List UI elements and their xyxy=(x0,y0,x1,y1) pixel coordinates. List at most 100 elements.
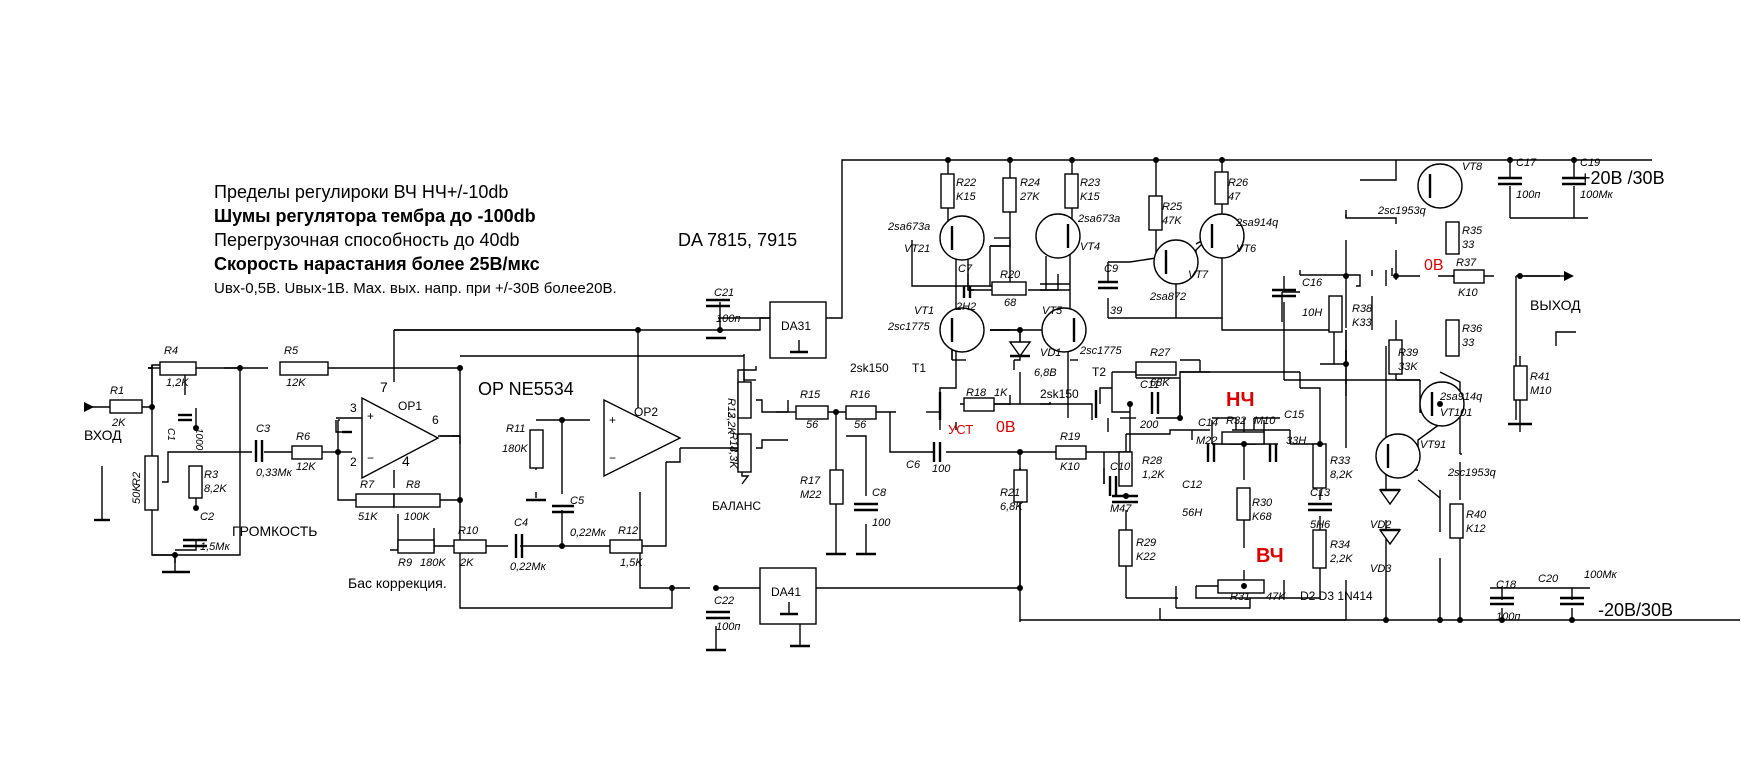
component-c3v-label: 0,33Мк xyxy=(256,467,293,479)
component-c11-label: C11 xyxy=(1140,379,1159,391)
component-r15v-label: 56 xyxy=(806,419,819,431)
semi-t2-label: T2 xyxy=(1092,365,1106,379)
component-c20-label: C20 xyxy=(1538,573,1559,585)
component-c7-label: C7 xyxy=(958,263,973,275)
component-r23v-label: K15 xyxy=(1080,191,1100,203)
component-r13-label: R13 xyxy=(725,398,737,419)
semi-vt4-label: VT4 xyxy=(1080,241,1100,253)
op1-plus: + xyxy=(367,409,374,423)
component-r22v-label: K15 xyxy=(956,191,976,203)
component-c5v-label: 0,22Мк xyxy=(570,527,607,539)
io-arrows xyxy=(84,271,1574,412)
ground-symbols xyxy=(94,331,1576,652)
semi-vt6t-label: 2sa914q xyxy=(1235,217,1279,229)
op2-minus: − xyxy=(609,451,616,465)
component-c9v-label: 39 xyxy=(1110,305,1122,317)
positive-supply-label: +20В /30В xyxy=(1580,168,1665,188)
semi-vd1v-label: 6,8В xyxy=(1034,367,1057,379)
balance-label: БАЛАНС xyxy=(712,499,761,513)
semi-vt5t-label: 2sc1775 xyxy=(1079,345,1122,357)
component-r18-label: R18 xyxy=(966,387,987,399)
set-label: УСТ xyxy=(948,422,973,437)
component-c1v-label: 1000 xyxy=(193,428,204,451)
component-r1v-label: 2K xyxy=(111,417,126,429)
component-r5-label: R5 xyxy=(284,345,299,357)
component-r14-label: R14 xyxy=(727,432,739,452)
component-labels: R12KR250KR38,2KR41,2KR512KR612KR751KR810… xyxy=(110,157,1618,633)
zero-volt-mid-label: 0В xyxy=(996,419,1016,436)
component-r16-label: R16 xyxy=(850,389,871,401)
component-r27-label: R27 xyxy=(1150,347,1171,359)
component-r19v-label: K10 xyxy=(1060,461,1080,473)
component-r31v-label: 47K xyxy=(1266,591,1286,603)
component-r25v-label: 47K xyxy=(1162,215,1182,227)
component-c6v-label: 100 xyxy=(932,463,951,475)
component-c10-label: C10 xyxy=(1110,461,1131,473)
component-c6-label: C6 xyxy=(906,459,921,471)
op1-pin2: 2 xyxy=(350,455,357,469)
semi-vd1-label: VD1 xyxy=(1040,347,1061,359)
output-label: ВЫХОД xyxy=(1530,297,1581,313)
component-r26v-label: 47 xyxy=(1228,191,1241,203)
component-r38v-label: K33 xyxy=(1352,317,1372,329)
da31-label: DA31 xyxy=(781,319,811,333)
semi-vt8t-label: 2sc1953q xyxy=(1377,205,1427,217)
semi-vt101t-label: 2sa914q xyxy=(1439,391,1483,403)
component-r40v-label: K12 xyxy=(1466,523,1486,535)
component-r21v-label: 6,8K xyxy=(1000,501,1023,513)
component-r35v-label: 33 xyxy=(1462,239,1475,251)
component-r13v-label: 2,2K xyxy=(725,411,737,435)
note-range: Пределы регулироки ВЧ НЧ+/-10db xyxy=(214,182,508,202)
component-c8-label: C8 xyxy=(872,487,887,499)
component-c18v-label: 100п xyxy=(1496,611,1520,623)
component-r33v-label: 8,2K xyxy=(1330,469,1353,481)
component-r34v-label: 2,2K xyxy=(1329,553,1353,565)
component-r33-label: R33 xyxy=(1330,455,1351,467)
component-c5-label: C5 xyxy=(570,495,585,507)
op2-plus: + xyxy=(609,413,616,427)
negative-supply-label: -20В/30В xyxy=(1598,600,1673,620)
op1-pin4: 4 xyxy=(402,453,410,469)
component-r34-label: R34 xyxy=(1330,539,1350,551)
semi-vt21t-label: 2sa673a xyxy=(887,221,930,233)
component-r39-label: R39 xyxy=(1398,347,1418,359)
semi-vt8-label: VT8 xyxy=(1462,161,1483,173)
component-r20-label: R20 xyxy=(1000,269,1021,281)
op-amps xyxy=(361,396,682,480)
op1-pin3: 3 xyxy=(350,401,357,415)
op1-minus: − xyxy=(367,451,374,465)
component-r30-label: R30 xyxy=(1252,497,1273,509)
semi-vt101-label: VT101 xyxy=(1440,407,1472,419)
component-r23-label: R23 xyxy=(1080,177,1101,189)
component-r35-label: R35 xyxy=(1462,225,1483,237)
component-c18-label: C18 xyxy=(1496,579,1517,591)
component-r37v-label: K10 xyxy=(1458,287,1478,299)
component-c19-label: C19 xyxy=(1580,157,1600,169)
component-r29v-label: K22 xyxy=(1136,551,1156,563)
semi-vt7t-label: 2sa872 xyxy=(1149,291,1186,303)
semi-vt4t-label: 2sa673a xyxy=(1077,213,1120,225)
junction-dots xyxy=(149,157,1577,623)
component-r19-label: R19 xyxy=(1060,431,1080,443)
component-r22-label: R22 xyxy=(956,177,976,189)
note-slew: Скорость нарастания более 25В/мкс xyxy=(214,254,540,274)
component-r24v-label: 27K xyxy=(1019,191,1040,203)
op2-label: OP2 xyxy=(634,405,658,419)
component-r20v-label: 68 xyxy=(1004,297,1017,309)
component-r32v-label: M10 xyxy=(1254,415,1276,427)
component-c19v-label: 100Мк xyxy=(1580,189,1614,201)
component-r25-label: R25 xyxy=(1162,201,1183,213)
capacitors xyxy=(178,176,1586,620)
component-r17-label: R17 xyxy=(800,475,821,487)
component-c4-label: C4 xyxy=(514,517,528,529)
note-overload: Перегрузочная способность до 40db xyxy=(214,230,520,250)
component-c21-label: C21 xyxy=(714,287,734,299)
semi-t1-label: T1 xyxy=(912,361,926,375)
chip-labels: DA31 DA41 OP1 OP2 7 3 2 6 4 + − + − xyxy=(350,319,811,599)
component-r9-label: R9 xyxy=(398,557,412,569)
diodes xyxy=(1008,341,1402,546)
component-r29-label: R29 xyxy=(1136,537,1156,549)
component-r2v-label: 50K xyxy=(131,484,143,504)
component-r38-label: R38 xyxy=(1352,303,1373,315)
